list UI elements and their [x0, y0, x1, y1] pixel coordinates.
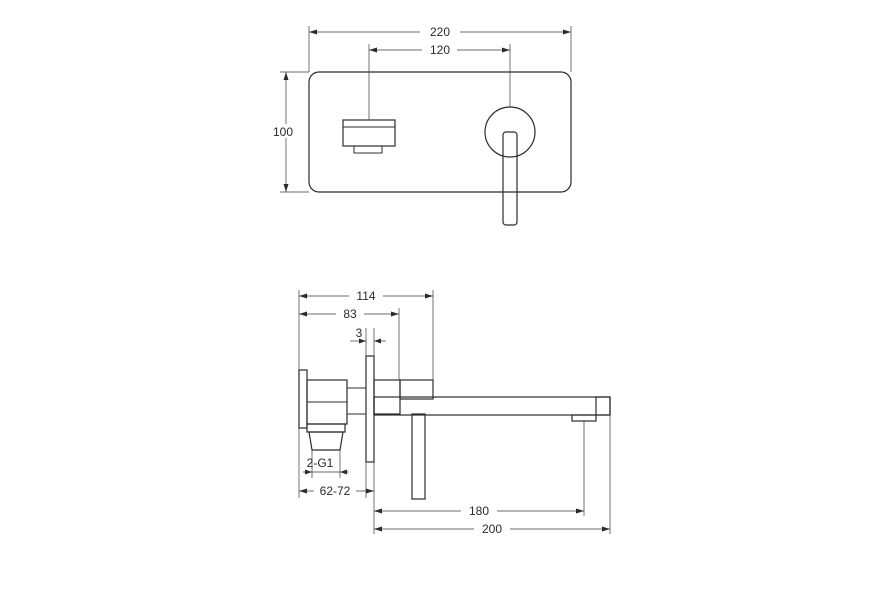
- cover-plate: [308, 71, 572, 193]
- dim-inlet-thread: 2-G1: [303, 450, 349, 478]
- mixer-lever: [502, 131, 518, 226]
- dim-depth-body-label: 83: [343, 307, 357, 321]
- wall-box-flange: [298, 369, 308, 429]
- diverter-knob: [342, 119, 396, 147]
- dim-depth-total-label: 114: [356, 289, 375, 303]
- dim-spout-overall: 200: [374, 415, 611, 536]
- inlet-nut: [306, 423, 346, 433]
- dim-axis-distance-label: 120: [430, 43, 450, 57]
- front-view: 220 120 100: [272, 25, 572, 226]
- dim-depth-body: 83: [299, 307, 400, 380]
- dim-width-total-label: 220: [430, 25, 450, 39]
- dim-height: 100: [272, 71, 309, 193]
- handle-body-right: [399, 379, 434, 400]
- dim-width-total: 220: [308, 25, 572, 72]
- inlet-thread: [308, 431, 344, 451]
- dim-inlet-thread-label: 2-G1: [307, 456, 334, 470]
- side-lever: [411, 413, 426, 500]
- dim-spout-reach-label: 180: [469, 504, 489, 518]
- spout: [373, 396, 611, 416]
- diverter-knob-base: [353, 145, 383, 154]
- dim-spout-overall-label: 200: [482, 522, 502, 536]
- side-cover-plate: [365, 355, 375, 463]
- dim-plate-thickness-label: 3: [356, 326, 363, 340]
- dim-axis-distance: 120: [368, 43, 511, 120]
- dim-wall-range: 62-72: [298, 428, 374, 498]
- spout-tip: [595, 396, 611, 416]
- dim-plate-thickness: 3: [350, 326, 386, 356]
- side-view: 114 83 3 2-G1: [298, 289, 611, 536]
- dim-spout-reach: 180: [373, 421, 585, 534]
- dim-depth-total: 114: [298, 289, 434, 380]
- dim-height-label: 100: [273, 125, 293, 139]
- dim-wall-range-label: 62-72: [320, 484, 351, 498]
- aerator: [571, 414, 597, 422]
